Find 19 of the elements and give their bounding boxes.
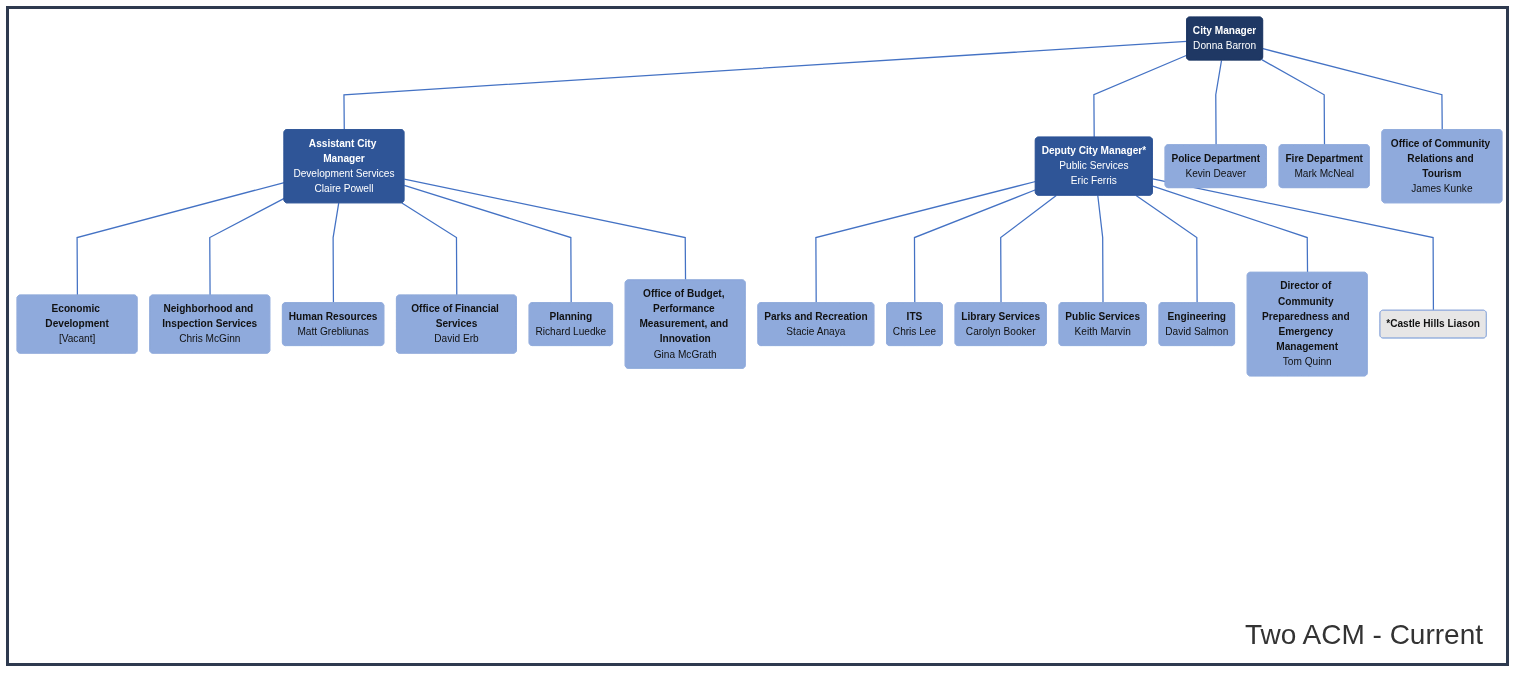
connector — [1215, 59, 1223, 146]
connector — [403, 178, 687, 281]
connector — [1262, 48, 1443, 131]
connector — [209, 197, 285, 296]
connector — [76, 181, 285, 296]
connector — [1152, 185, 1309, 274]
connector — [403, 184, 572, 304]
connector — [1152, 178, 1435, 312]
connector — [1000, 194, 1057, 304]
connector — [1135, 194, 1198, 304]
connector — [1093, 54, 1188, 139]
connector — [815, 180, 1037, 304]
connector — [913, 189, 1037, 304]
connector — [1261, 59, 1326, 146]
connector — [332, 202, 340, 304]
connector — [1097, 194, 1104, 304]
connector — [343, 40, 1188, 131]
chart-caption: Two ACM - Current — [1244, 619, 1483, 651]
connector — [401, 202, 458, 296]
